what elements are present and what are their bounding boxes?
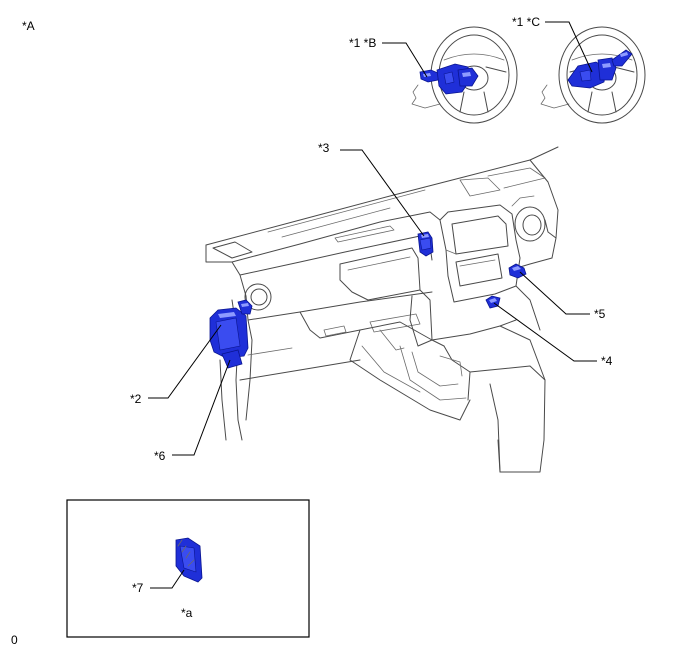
leader-4	[493, 302, 597, 362]
switch-assembly-c	[567, 49, 633, 89]
instrument-panel	[205, 146, 559, 473]
component-6	[221, 349, 243, 369]
callout-2: *2	[130, 392, 142, 406]
footer-code: 0	[11, 633, 18, 647]
component-5	[508, 263, 527, 279]
callout-1b: *1 *B	[349, 36, 376, 50]
component-3	[417, 231, 434, 257]
callout-7: *7	[132, 581, 144, 595]
leader-7	[150, 569, 185, 589]
leader-5	[519, 271, 590, 315]
detail-inset-box	[66, 499, 310, 638]
inset-caption-a: *a	[181, 606, 193, 620]
leader-6	[172, 359, 231, 456]
callout-4: *4	[601, 354, 613, 368]
leader-3	[340, 149, 425, 237]
steering-wheel-variant-c	[540, 26, 646, 124]
component-7	[175, 537, 203, 583]
steering-wheel-variant-b	[411, 26, 518, 124]
callout-5: *5	[594, 307, 606, 321]
callout-3: *3	[318, 141, 330, 155]
callout-1c: *1 *C	[512, 15, 540, 29]
leader-1c	[545, 21, 593, 73]
view-label-a: *A	[22, 19, 35, 33]
leader-2	[148, 324, 222, 399]
leader-1b	[382, 42, 428, 78]
callout-6: *6	[154, 449, 166, 463]
component-2	[209, 299, 253, 359]
